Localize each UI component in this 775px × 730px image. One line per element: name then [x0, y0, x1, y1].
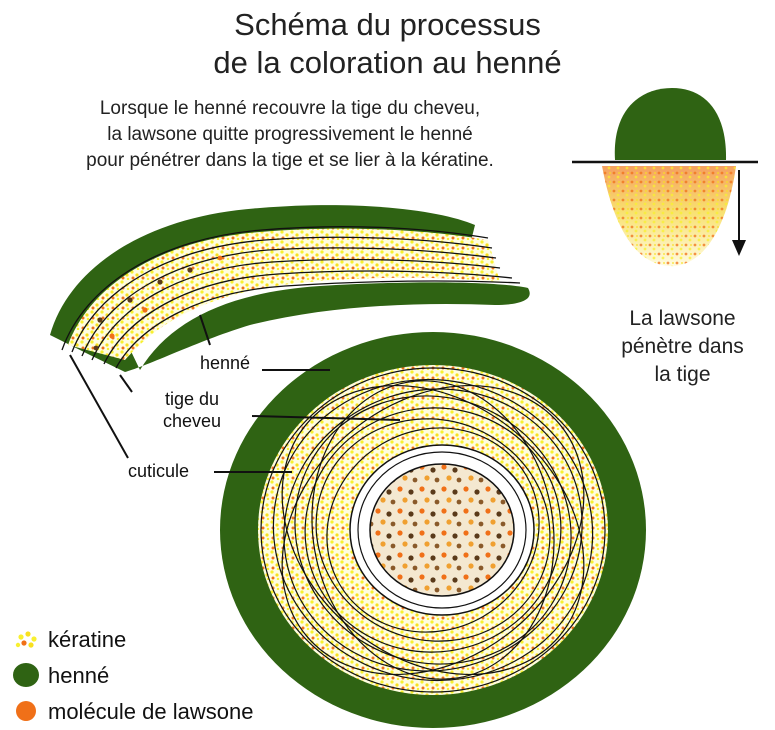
label-tige-line-2: cheveu: [163, 410, 221, 432]
side-note: La lawsone pénètre dans la tige: [595, 305, 770, 389]
henna-blob: [615, 88, 726, 160]
legend-label-henne: henné: [48, 663, 109, 689]
side-note-line-2: pénètre dans: [595, 333, 770, 361]
side-note-line-1: La lawsone: [595, 305, 770, 333]
legend-label-lawsone: molécule de lawsone: [48, 699, 253, 725]
side-note-line-3: la tige: [595, 361, 770, 389]
hair-cross-section: [220, 326, 646, 729]
label-henne: henné: [200, 353, 250, 374]
intro-line-3: pour pénétrer dans la tige et se lier à …: [10, 148, 570, 174]
title-line-2: de la coloration au henné: [0, 44, 775, 82]
intro-line-1: Lorsque le henné recouvre la tige du che…: [10, 96, 570, 122]
intro-line-2: la lawsone quitte progressivement le hen…: [10, 122, 570, 148]
title-line-1: Schéma du processus: [0, 6, 775, 44]
legend: kératine henné molécule de lawsone: [12, 622, 253, 730]
medulla-core: [370, 464, 514, 596]
legend-item-keratine: kératine: [12, 622, 253, 658]
legend-item-henne: henné: [12, 658, 253, 694]
label-cuticule: cuticule: [128, 461, 189, 482]
intro-text: Lorsque le henné recouvre la tige du che…: [10, 96, 570, 174]
penetration-illustration: [572, 88, 758, 266]
label-tige-line-1: tige du: [163, 388, 221, 410]
down-arrow-icon: [732, 170, 746, 256]
legend-label-keratine: kératine: [48, 627, 126, 653]
legend-item-lawsone: molécule de lawsone: [12, 694, 253, 730]
label-tige-du-cheveu: tige du cheveu: [163, 388, 221, 432]
page-title: Schéma du processus de la coloration au …: [0, 6, 775, 82]
